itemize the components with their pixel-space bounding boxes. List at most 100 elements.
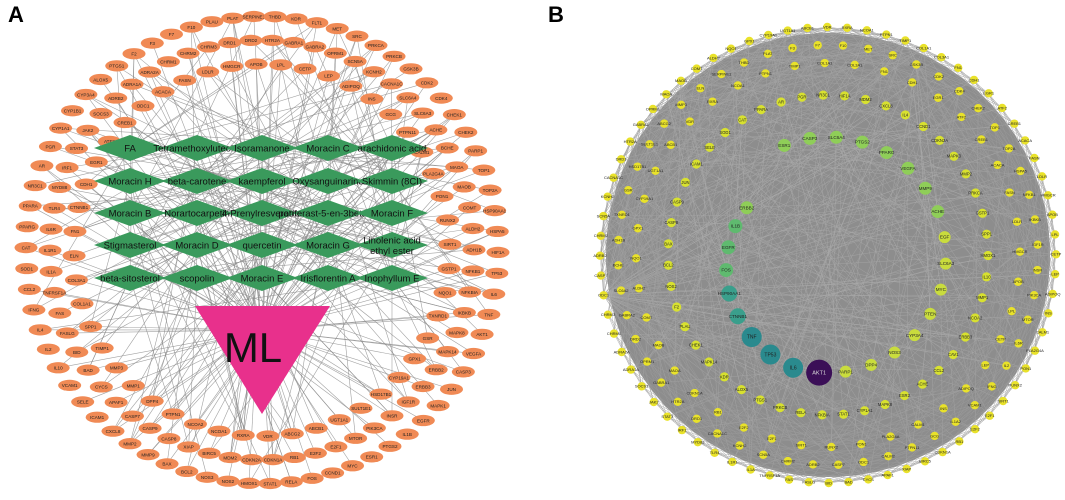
gene-node-label: PTGS2 [855, 140, 871, 145]
gene-node-label: STAT3 [661, 414, 674, 419]
edge [868, 48, 995, 128]
gene-node-shape [981, 360, 990, 370]
gene-node: IL1R1 [727, 457, 738, 467]
gene-node-shape [1050, 269, 1060, 279]
gene-node: VDR [686, 117, 694, 126]
edge [743, 62, 960, 92]
gene-node-label: SLC6A4 [828, 135, 846, 140]
edge [750, 34, 769, 470]
target-node: APOB [244, 58, 268, 70]
gene-node-shape [637, 382, 646, 391]
target-node-label: APOB [250, 62, 263, 67]
gene-node-shape [728, 219, 743, 234]
target-node-shape [39, 223, 63, 235]
edge [261, 244, 473, 272]
edge [637, 62, 825, 229]
gene-node-shape [596, 231, 606, 241]
gene-node: E2F1 [767, 434, 777, 443]
edge [905, 40, 1035, 296]
gene-node-label: SLC6A3 [937, 261, 955, 266]
target-node: DPP4 [140, 395, 164, 407]
edge [129, 46, 209, 149]
target-node: CDK2 [415, 77, 439, 89]
edge [261, 114, 455, 279]
edge [760, 30, 788, 110]
target-node: INS [360, 93, 384, 105]
edge [890, 221, 1018, 437]
gene-node-label: PLAU [679, 324, 690, 329]
edge [768, 34, 865, 411]
target-node-label: HIF1A [491, 250, 505, 255]
gene-node: CCND1 [916, 121, 931, 132]
target-node-shape [349, 402, 373, 414]
target-node-label: CHEK1 [447, 112, 463, 117]
edge [607, 314, 668, 417]
edge [771, 142, 863, 439]
edge [844, 95, 1021, 172]
gene-node-shape [633, 162, 642, 171]
gene-node-shape [939, 257, 952, 270]
target-node-label: CAT [22, 245, 31, 250]
target-node-shape [380, 410, 404, 422]
edge [916, 64, 1021, 172]
gene-node: FN1 [879, 67, 889, 76]
gene-node-shape [901, 36, 910, 45]
gene-node-shape [609, 329, 619, 338]
target-node-label: FASN [179, 78, 191, 83]
target-node-label: F2 [131, 52, 137, 57]
gene-node-shape [691, 159, 701, 169]
gene-node-label: TLR4 [710, 450, 721, 455]
edge [746, 194, 1030, 208]
gene-node-label: PON1 [1020, 366, 1032, 371]
gene-node-shape [863, 44, 873, 54]
edge [261, 132, 408, 331]
edge [649, 45, 844, 145]
target-node: DRD2 [239, 34, 263, 47]
target-node-label: ALDH2 [465, 226, 480, 231]
edge [600, 275, 802, 446]
target-node: ABCB1 [304, 422, 328, 434]
target-node-label: COL3A1 [68, 278, 86, 283]
target-node-label: PPARG [19, 224, 35, 229]
target-node: PPARA [18, 200, 42, 212]
target-node: CYP1A1 [49, 122, 73, 134]
target-node-label: F10 [187, 25, 195, 30]
gene-node-shape [920, 457, 930, 466]
target-node-label: CDK2 [421, 81, 434, 86]
target-node-label: JUN [447, 387, 456, 392]
gene-node: IL10 [981, 272, 991, 282]
target-node-label: TOP2A [483, 188, 499, 193]
gene-node: SLC6A4 [828, 130, 846, 144]
gene-node-shape [797, 92, 807, 102]
target-node-shape [151, 86, 175, 98]
target-node: SPP1 [79, 320, 103, 333]
gene-node-label: ADRA1A [623, 367, 639, 372]
gene-node: SPP1 [981, 229, 993, 239]
edge [603, 295, 919, 425]
edge [51, 180, 329, 272]
gene-node-shape [834, 460, 843, 469]
gene-node-shape [1051, 250, 1061, 259]
edge [603, 295, 1019, 344]
edge [735, 225, 886, 405]
edge [600, 235, 832, 448]
edge [735, 76, 939, 227]
gene-node: FAS [784, 475, 794, 484]
gene-node-shape [1014, 339, 1023, 348]
target-node: IKBKB [452, 306, 476, 319]
gene-node-label: COL3A1 [934, 55, 950, 60]
gene-node-shape [651, 166, 660, 176]
target-node-label: CDKN1A [264, 457, 284, 462]
target-node-label: CREB1 [117, 120, 133, 125]
edge [767, 53, 917, 65]
gene-node: ESR1 [777, 138, 791, 152]
target-node: GSR [416, 332, 440, 344]
target-node-label: RELA [285, 480, 298, 485]
edge [737, 85, 1053, 215]
target-node: BAD [76, 364, 100, 376]
edge [751, 313, 1049, 338]
target-node: PTPN1 [161, 408, 185, 420]
gene-node-shape [659, 119, 669, 128]
target-node-label: RXRA [237, 433, 251, 438]
gene-node: MYD88 [691, 437, 705, 447]
